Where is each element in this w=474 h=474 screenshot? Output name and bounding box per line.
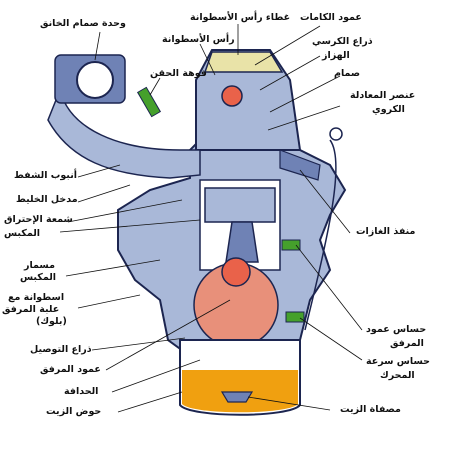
fuel-injector — [136, 86, 162, 118]
label-connecting-rod: ذراع التوصيل — [30, 344, 92, 355]
label-speed-sensor-1: حساس سرعة — [366, 356, 430, 367]
label-injector: فوهة الحقن — [150, 68, 207, 79]
label-spark-plug: شمعة الإحتراق — [4, 214, 73, 225]
label-cylinder-block-1: اسطوانة مع — [8, 292, 65, 303]
label-rocker-arm-2: الهزاز — [322, 50, 350, 61]
piston — [204, 187, 276, 223]
label-intake: مدخل الخليط — [16, 194, 78, 205]
oil-level — [182, 370, 298, 413]
dipstick — [304, 139, 337, 331]
label-piston: المكبس — [4, 228, 41, 239]
label-cylinder-head: رأس الأسطوانة — [162, 34, 235, 45]
label-crank-sensor-1: حساس عمود — [366, 324, 427, 335]
label-cylinder-block-3: (بلوك) — [36, 316, 67, 327]
speed-sensor — [285, 311, 305, 323]
label-valve: صمام — [334, 68, 361, 79]
label-piston-pin-1: مسمار — [24, 260, 55, 271]
label-exhaust: منفذ الغازات — [356, 226, 416, 237]
label-piston-pin-2: المكبس — [20, 272, 57, 283]
label-oil-filter: مصفاة الزيت — [340, 404, 401, 415]
label-flywheel: الحدافة — [64, 386, 99, 397]
leader-lines — [59, 24, 363, 413]
label-camshaft: عمود الكامات — [300, 12, 362, 23]
crank-journal — [221, 257, 251, 287]
cylinder-head-cover — [203, 51, 284, 73]
label-cylinder-head-cover: غطاء رأس الأسطوانة — [190, 12, 291, 23]
oil-strainer — [220, 391, 254, 403]
dipstick-loop — [329, 127, 343, 141]
label-ball-adjuster-1: عنصر المعادلة — [350, 90, 416, 101]
label-rocker-arm-1: ذراع الكرسي — [312, 36, 373, 47]
throttle-plate — [76, 61, 114, 99]
camshaft-lobe — [221, 85, 243, 107]
label-oil-pan: حوض الزيت — [46, 406, 102, 417]
label-throttle-unit: وحدة صمام الخانق — [40, 18, 126, 29]
label-crankshaft: عمود المرفق — [40, 364, 101, 375]
label-speed-sensor-2: المحرك — [380, 370, 415, 381]
label-crank-sensor-2: المرفق — [390, 338, 424, 349]
intake-manifold — [47, 87, 201, 179]
exhaust-port — [279, 149, 321, 181]
label-crankcase-vent: أنبوب الشفط — [14, 170, 78, 181]
label-ball-adjuster-2: الكروي — [372, 104, 405, 115]
crank-sensor — [281, 239, 301, 251]
connecting-rod — [225, 221, 259, 263]
label-cylinder-block-2: علبة المرفق — [2, 304, 60, 315]
